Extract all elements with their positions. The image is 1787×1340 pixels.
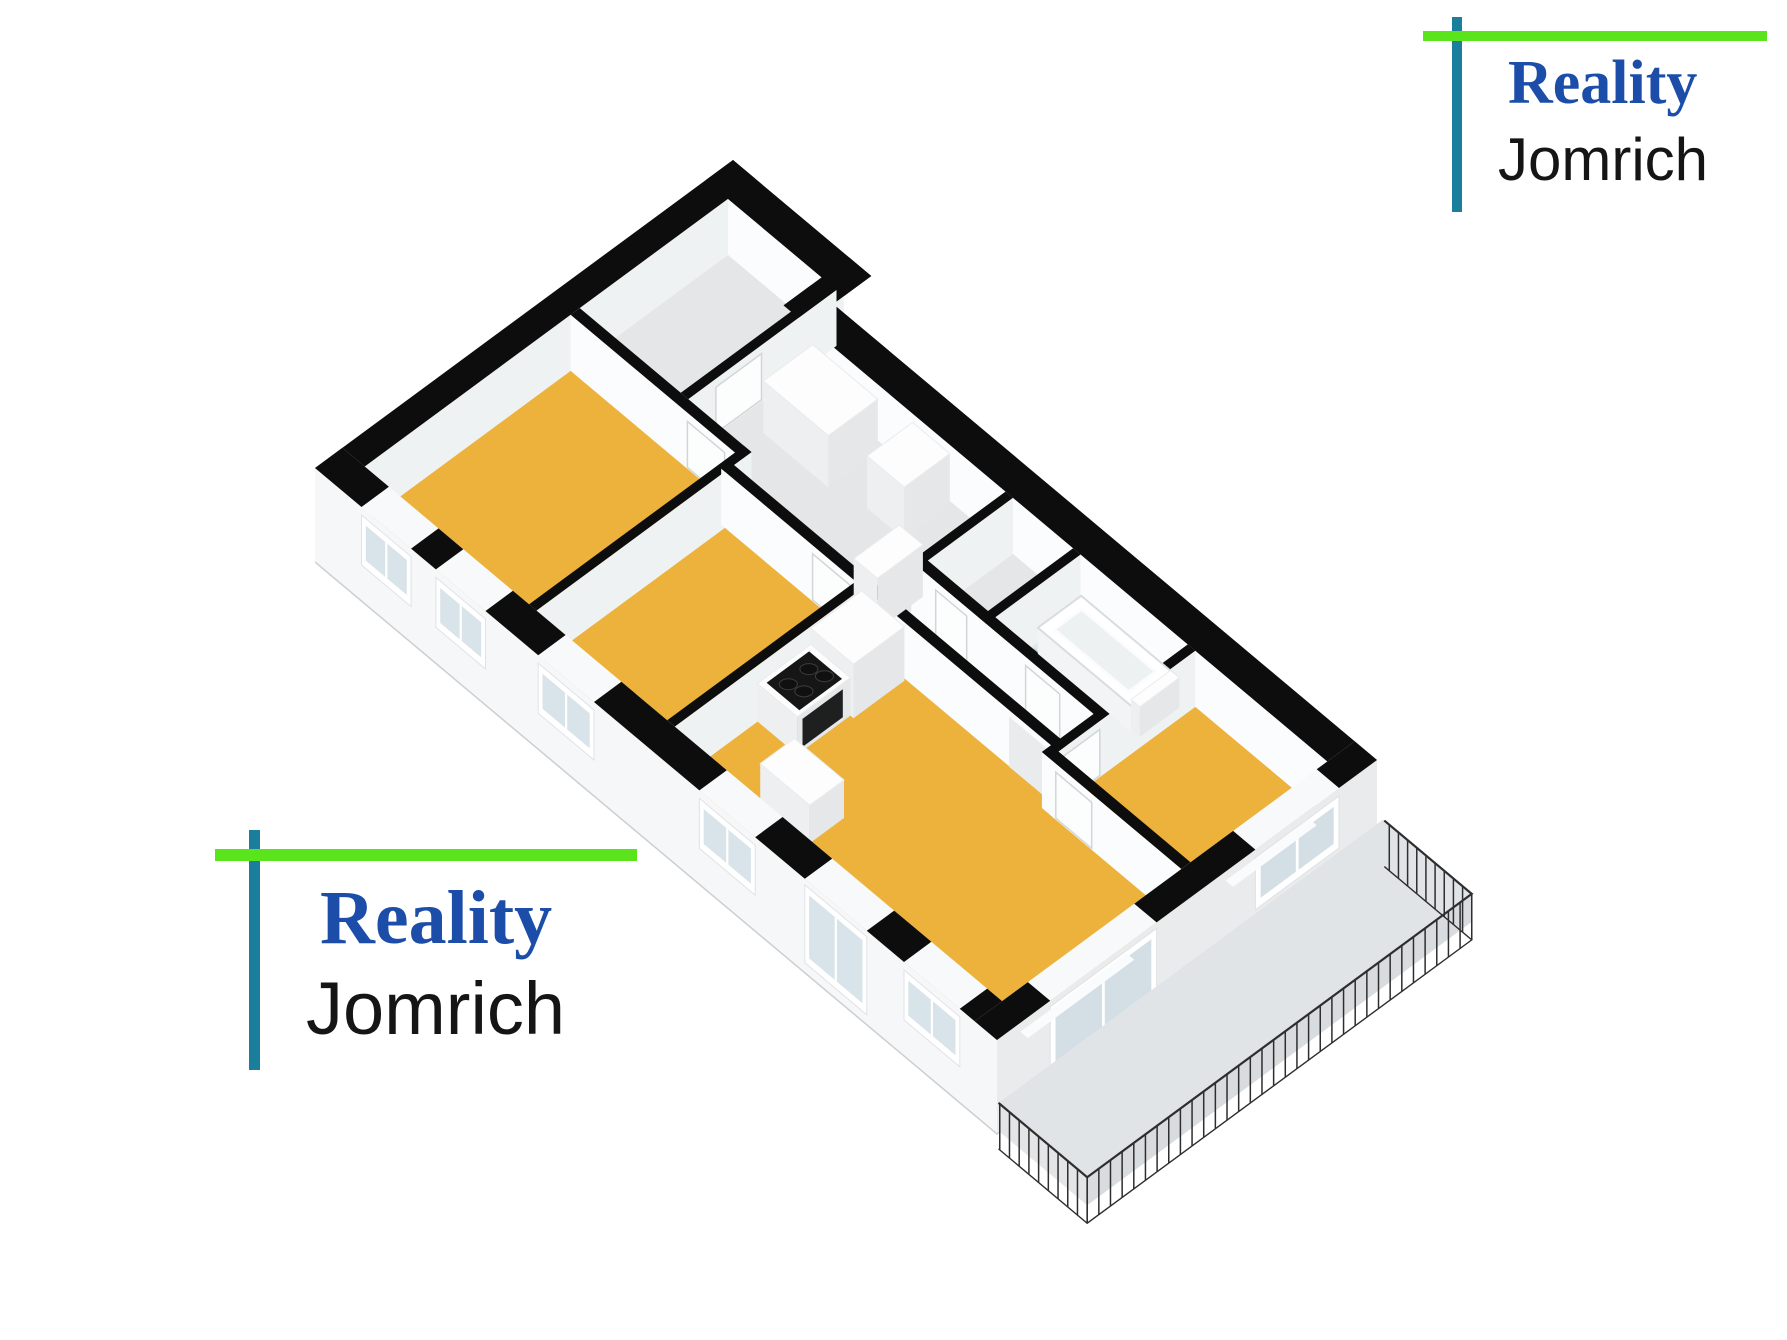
kitchen-units — [756, 590, 906, 844]
logo-green-bar — [215, 849, 637, 861]
logo-jomrich-text: Jomrich — [1498, 126, 1709, 193]
logo-green-bar — [1423, 31, 1767, 41]
logo-teal-bar — [1452, 17, 1462, 212]
bathtub — [1036, 594, 1181, 737]
logo-jomrich-text: Jomrich — [306, 967, 566, 1050]
logo-reality-text: Reality — [1508, 49, 1698, 117]
balcony-railing — [997, 819, 1474, 1225]
logo-teal-bar — [249, 830, 260, 1070]
logo-reality-text: Reality — [320, 876, 553, 960]
wardrobe-furniture — [762, 343, 951, 631]
